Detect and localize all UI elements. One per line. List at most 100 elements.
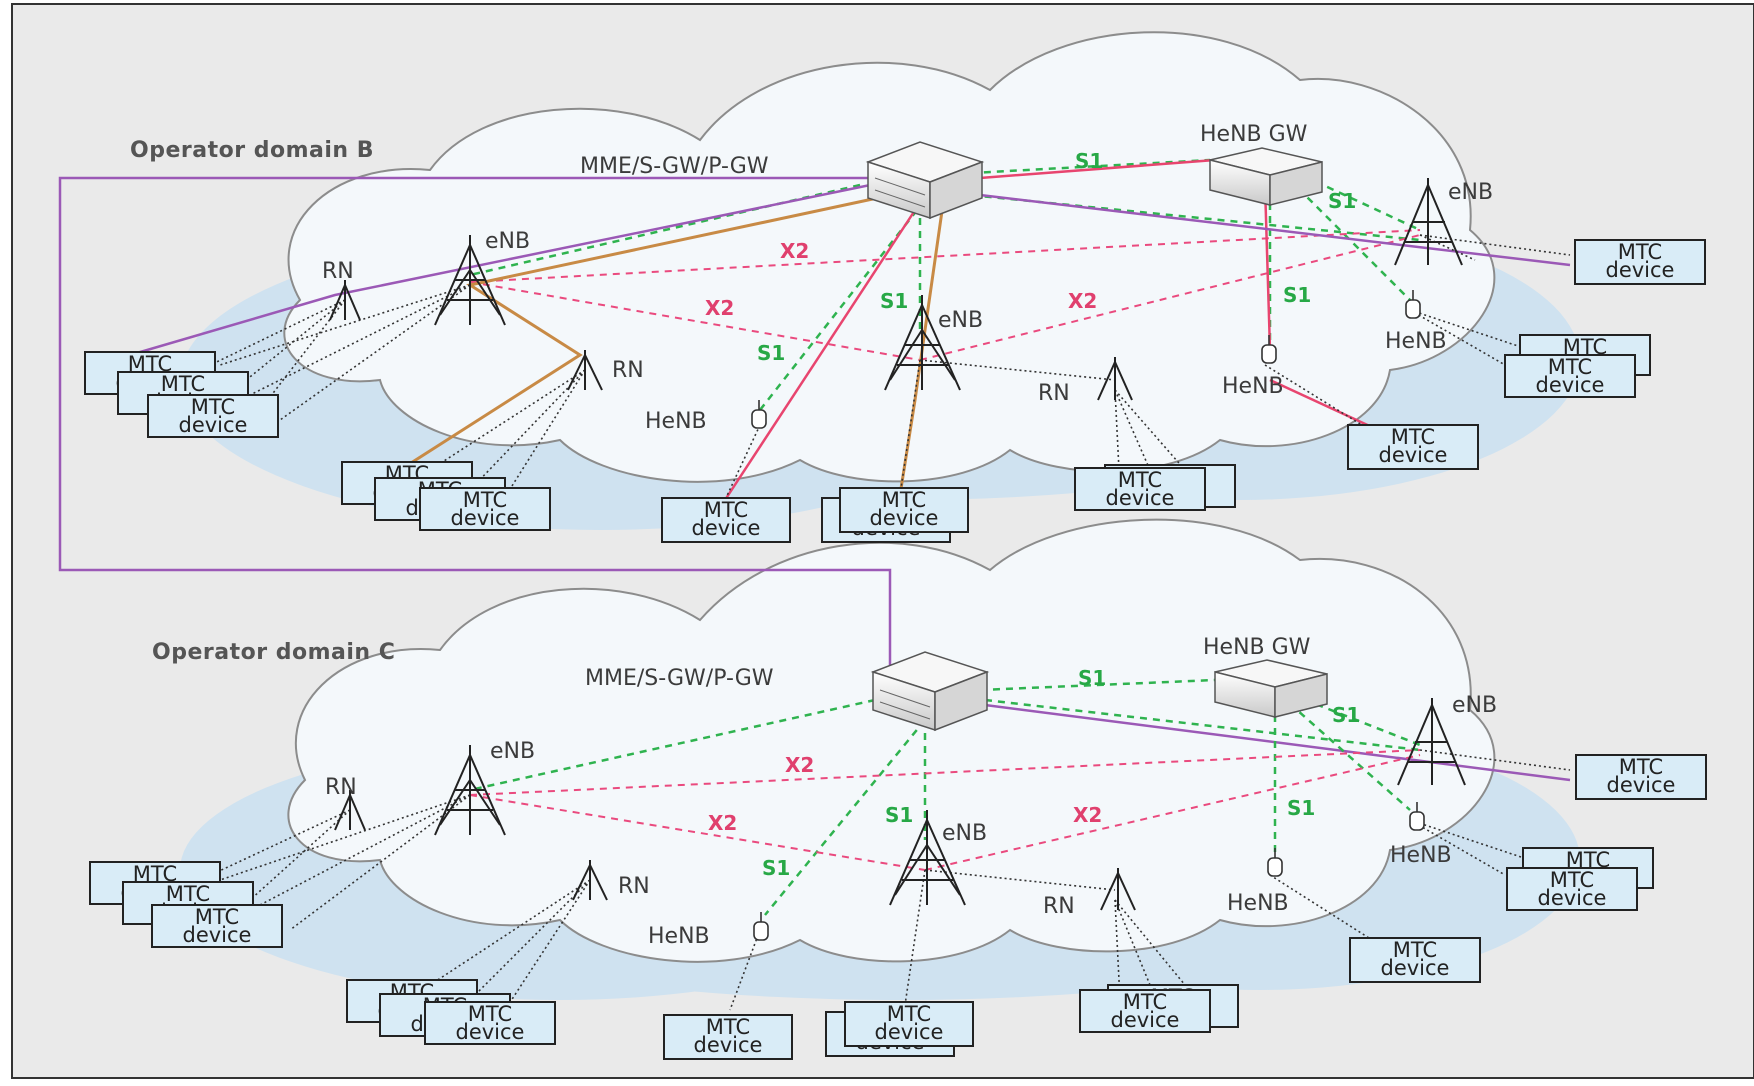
mtc-device-box — [844, 1001, 974, 1047]
mtc-device-box — [1074, 467, 1206, 511]
mtc-device-box — [147, 394, 279, 438]
henb-label: HeNB — [1222, 374, 1284, 399]
mtc-device-label: device — [183, 923, 252, 947]
mtc-device-label: MTC — [1618, 240, 1662, 264]
henb-gw-b — [1209, 147, 1323, 206]
core-server-c — [870, 651, 990, 732]
rn-label: RN — [618, 874, 650, 899]
mtc-device-label: device — [694, 1033, 763, 1057]
mtc-device-label: MTC — [166, 882, 210, 906]
s1-label: S1 — [762, 856, 790, 880]
rn-tower-icon — [334, 790, 366, 831]
rn-tower-icon — [572, 860, 608, 901]
core-label-b: MME/S-GW/P-GW — [580, 154, 769, 179]
mtc-device-label: device — [870, 506, 939, 530]
henb-icon — [751, 400, 767, 429]
core-label-c: MME/S-GW/P-GW — [585, 666, 774, 691]
henb-label: HeNB — [648, 924, 710, 949]
domain-c-cloud — [287, 518, 1496, 963]
mtc-device-label: device — [1379, 443, 1448, 467]
s1-label: S1 — [1075, 149, 1103, 173]
enb-tower-icon — [434, 745, 506, 836]
henb-icon — [1261, 335, 1277, 364]
mtc-device-label: MTC — [1118, 468, 1162, 492]
towers — [329, 178, 1466, 911]
henb-icons — [751, 290, 1425, 941]
mtc-device-label: MTC — [1550, 868, 1594, 892]
mtc-device-label: MTC — [882, 488, 926, 512]
enb-tower-icon — [884, 295, 961, 391]
domain-b-labels: Operator domain B MME/S-GW/P-GW HeNB GW … — [130, 122, 1493, 434]
mtc-device-label: MTC — [1619, 755, 1663, 779]
enb-label: eNB — [942, 821, 987, 846]
enb-tower-icon — [1394, 178, 1463, 266]
rn-label: RN — [325, 775, 357, 800]
enb-label: eNB — [938, 308, 983, 333]
mtc-device-box — [1347, 424, 1479, 470]
domain-b-cloud — [283, 31, 1496, 483]
mtc-device-box — [151, 904, 283, 948]
mtc-device-label: device — [1536, 373, 1605, 397]
henb-icon — [753, 912, 769, 941]
mtc-device-box — [663, 1014, 793, 1060]
mtc-device-box — [424, 1001, 556, 1045]
s1-label: S1 — [1078, 666, 1106, 690]
mtc-device-box — [1506, 867, 1638, 911]
s1-label: S1 — [880, 289, 908, 313]
enb-tower-icon — [1397, 698, 1466, 786]
henb-label: HeNB — [1227, 891, 1289, 916]
henb-label: HeNB — [1385, 329, 1447, 354]
mtc-device-box — [1575, 754, 1707, 800]
henb-gw-label-b: HeNB GW — [1200, 122, 1308, 147]
mtc-device-label: device — [1106, 486, 1175, 510]
s1-label: S1 — [1287, 796, 1315, 820]
rn-label: RN — [612, 358, 644, 383]
mtc-device-label: MTC — [161, 372, 205, 396]
mtc-device-label: device — [1607, 773, 1676, 797]
domain-b-title: Operator domain B — [130, 138, 374, 163]
rn-label: RN — [1043, 894, 1075, 919]
rn-label: RN — [1038, 381, 1070, 406]
mtc-device-box — [1349, 937, 1481, 983]
s1-label: S1 — [1283, 283, 1311, 307]
mtc-device-label: device — [1381, 956, 1450, 980]
mtc-device-label: MTC — [1123, 990, 1167, 1014]
rn-tower-icon — [1100, 868, 1136, 911]
enb-label: eNB — [1448, 180, 1493, 205]
mtc-device-box — [1079, 989, 1211, 1033]
x2-label: X2 — [705, 296, 734, 320]
enb-tower-icon — [889, 810, 966, 906]
rn-tower-icon — [329, 280, 361, 321]
x2-label: X2 — [708, 811, 737, 835]
x2-label: X2 — [1073, 803, 1102, 827]
mtc-device-box — [839, 487, 969, 533]
domain-c-title: Operator domain C — [152, 640, 395, 665]
s1-label: S1 — [1332, 703, 1360, 727]
henb-gw-c — [1214, 659, 1328, 718]
henb-label: HeNB — [645, 409, 707, 434]
mtc-devices: MTCdeviceMTCdeviceMTCdeviceMTCdeviceMTCd… — [84, 239, 1707, 1060]
mtc-device-label: device — [875, 1020, 944, 1044]
mtc-device-label: MTC — [195, 905, 239, 929]
henb-label: HeNB — [1390, 843, 1452, 868]
mtc-device-label: device — [451, 506, 520, 530]
s1-label: S1 — [757, 341, 785, 365]
mtc-device-label: MTC — [887, 1002, 931, 1026]
rn-label: RN — [322, 259, 354, 284]
